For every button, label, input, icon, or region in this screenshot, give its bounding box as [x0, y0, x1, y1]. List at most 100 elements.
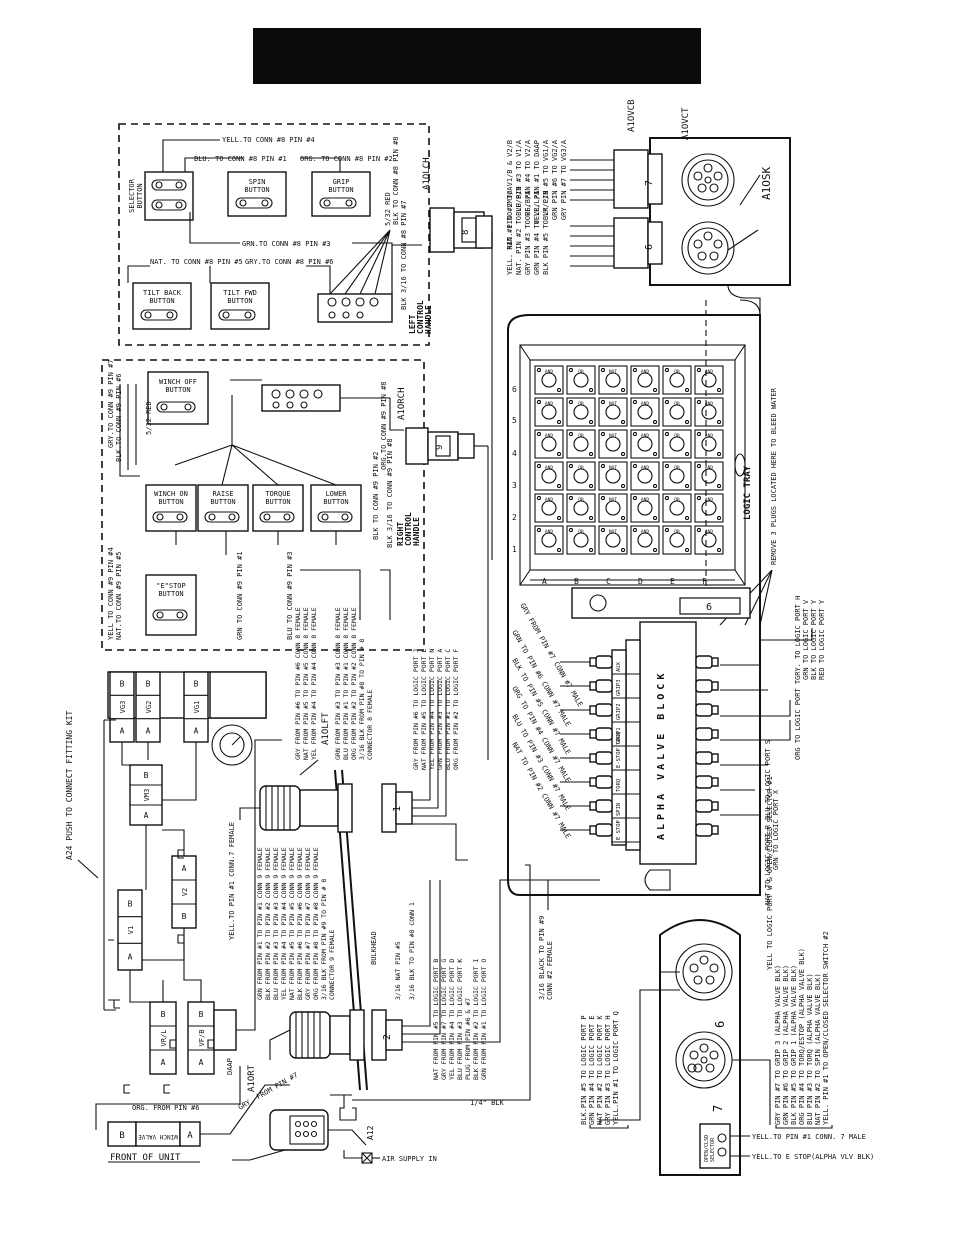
alpha-section-label: AUX: [616, 661, 622, 672]
top-pin7-line: BLU PIN #3 TO V1/A: [515, 139, 523, 216]
a1olft-wire: YEL FROM PIN #4 TO PIN #4 CONN 8 FEMALE: [310, 607, 318, 760]
left-wire-grn: GRN.TO CONN #8 PIN #3: [242, 240, 331, 248]
alpha-section-label: GRIP3: [616, 679, 622, 696]
top-connectors: A1OVCB A1OVCT A1OSK 7 6 NAT. PIN #2 TO V…: [506, 99, 791, 315]
valve-name: VG1: [193, 701, 201, 714]
row-label: 6: [512, 385, 517, 394]
left-wire-blk-to: BLK TO CONN #8 PIN #8: [392, 136, 400, 225]
alpha-fitting-left: [560, 655, 613, 669]
bottom-pin7-line: BLU PIN #3 TO TORQ (ALPHA VALVE BLK): [806, 973, 814, 1125]
logic-gate-label: AND: [545, 529, 553, 535]
logic-gate-label: AND: [641, 529, 649, 535]
alpha-section-label: E-STOP TORQ: [616, 732, 622, 768]
alpha-fitting-right: [695, 655, 719, 669]
logic-gate: NOT: [598, 493, 628, 523]
a1ort-wire: BLK FROM PIN #6 TO PIN #6 CONN 9 FEMALE: [296, 847, 304, 1000]
a1olft-wire: GRN FROM PIN #3 TO PIN #3 CONN 8 FEMALE: [334, 607, 342, 760]
alpha-fitting-right: [695, 727, 719, 741]
logic-gate: OR: [566, 429, 596, 459]
torque-button: TORQUE BUTTON: [252, 484, 304, 532]
top-pin6-line: GRY PIN #3 TO VF/B/A: [524, 190, 532, 275]
a1ort-port-wire: NAT FROM PIN #5 TO LOGIC PORT B: [432, 959, 440, 1080]
a1ort-port-wire: YEL FROM PIN #4 TO LOGIC PORT D: [448, 959, 456, 1080]
a1ort-port-wire: 3/16 NAT PIN #5: [394, 941, 402, 1000]
a1ort-wire: BLU FROM PIN #3 TO PIN #3 CONN 9 FEMALE: [272, 847, 280, 1000]
bottom-pin6-line: GRY PIN #3 TO LOGIC PORT H: [604, 1015, 612, 1125]
bottom-pin6-line: YELL.PIN #1 TO LOGIC PORT Q: [612, 1011, 620, 1125]
logic-gate-label: AND: [705, 369, 713, 375]
logic-gate-label: OR: [674, 369, 680, 375]
alpha-fitting-left: [560, 799, 613, 813]
right-wire-grn: GRN TO CONN #9 PIN #1: [236, 551, 244, 640]
yell-estop: YELL.TO E STOP(ALPHA VLV BLK): [752, 1153, 874, 1161]
top-pin6-line: NAT. PIN #2 TO VF/B/B: [515, 186, 523, 275]
a1ort-port-wire: GRY FROM PIN #7 TO LOGIC PORT G: [440, 959, 448, 1080]
elbow-fitting: [169, 1039, 176, 1049]
alpha-fitting-right: [695, 679, 719, 693]
logic-gate-label: OR: [578, 369, 584, 375]
valve-name: VR/L: [160, 1030, 168, 1047]
a1olft-connector: A1OLFT 1 GRY FROM PIN #6 TO PIN #6 CONN …: [239, 569, 468, 861]
logic-gate: AND: [534, 397, 564, 427]
left-wire-org: ORG. TO CONN #8 PIN #2: [300, 155, 393, 163]
logic-gate: OR: [662, 365, 692, 395]
valve-port-letter: A: [146, 726, 151, 735]
row-label: 4: [512, 449, 517, 458]
a1ort-wire: CONNECTOR 9 FEMALE: [328, 929, 336, 1000]
black-note-2: CONN #2 FEMALE: [546, 941, 554, 1000]
estop-button: "E"STOP BUTTON: [145, 574, 197, 636]
top-pin7-line: BLK PIN #5 TO VG1/A: [542, 139, 550, 220]
right-wire-blu: BLU TO CONN #9 PIN #3: [286, 551, 294, 640]
logic-gate-label: OR: [578, 497, 584, 503]
alpha-fitting-right: [695, 751, 719, 765]
logic-gate-label: AND: [545, 497, 553, 503]
lower-button: LOWER BUTTON: [310, 484, 362, 532]
col-label: E: [670, 577, 675, 586]
tilt-back-button-label2: BUTTON: [149, 297, 174, 305]
logic-gate-label: AND: [641, 433, 649, 439]
valve-name: VF/B: [198, 1030, 206, 1047]
tilt-back-button-label: TILT BACK: [143, 289, 182, 297]
winch-off-label2: BUTTON: [165, 386, 190, 394]
left-wire-nat: NAT. TO CONN #8 PIN #5: [150, 258, 243, 266]
a1ort-wire: BLK FROM PIN #2 TO PIN #2 CONN 9 FEMALE: [264, 847, 272, 1000]
logic-gate: AND: [534, 365, 564, 395]
col-label: B: [574, 577, 579, 586]
elbow-fitting: [177, 934, 184, 944]
valve-port-letter: B: [128, 899, 133, 908]
alpha-fittings: [560, 655, 719, 837]
logic-gate-label: OR: [578, 401, 584, 407]
valve-name: V2: [181, 888, 189, 896]
grip-button: GRIP BUTTON: [311, 171, 371, 217]
blk-quarter: 1/4" BLK: [470, 1099, 505, 1107]
elbow-fitting: [177, 849, 184, 859]
left-control-handle: SELECTOR BUTTON SPIN BUTTON GRIP BUTTON …: [118, 123, 433, 346]
logic-gate: AND: [534, 493, 564, 523]
logic-gate-label: AND: [705, 497, 713, 503]
a1ort-left-wires: GRN FROM PIN #1 TO PIN #1 CONN 9 FEMALE …: [256, 847, 336, 1000]
logic-gate: OR: [566, 365, 596, 395]
logic-gate: NOT: [598, 429, 628, 459]
left-wire-blk-316: BLK 3/16 TO CONN #8 PIN #7: [400, 200, 408, 310]
a1olft-wire: 3/16 BLK FROM PIN #8 TO PIN # 8: [358, 639, 366, 760]
alpha-section-label: SPIN: [616, 803, 622, 816]
alpha-section: GRIP1: [612, 727, 640, 747]
alpha-right-wire: YELL TO LOGIC PORT W & OPEN/CLOSED SELEC…: [766, 776, 774, 970]
winch-valve: B WINCH VALVE A FRONT OF UNIT ORG. FROM …: [95, 1066, 299, 1163]
alpha-section: GRIP2: [612, 703, 640, 723]
a12-label: A12: [366, 1125, 375, 1140]
a1olft-wire: NAT FROM PIN #5 TO PIN #5 CONN 8 FEMALE: [302, 607, 310, 760]
org-from-pin: ORG. FROM PIN #6: [132, 1104, 199, 1112]
valve-port-letter: A: [194, 726, 199, 735]
logic-gate: AND: [630, 493, 660, 523]
logic-gate: NOT: [598, 461, 628, 491]
estop-label2: BUTTON: [158, 590, 183, 598]
logic-gate-label: AND: [641, 401, 649, 407]
valve-port-letter: A: [161, 1058, 166, 1067]
logic-port-line: RED TO LOGIC PORT Y: [818, 599, 826, 680]
a1ort-wire: GRN FROM PIN #1 TO PIN #1 CONN 9 FEMALE: [256, 847, 264, 1000]
a1olft-port-wire: NAT FROM PIN #5 TO LOGIC PORT L: [420, 649, 428, 770]
alpha-fitting-left: [560, 703, 613, 717]
